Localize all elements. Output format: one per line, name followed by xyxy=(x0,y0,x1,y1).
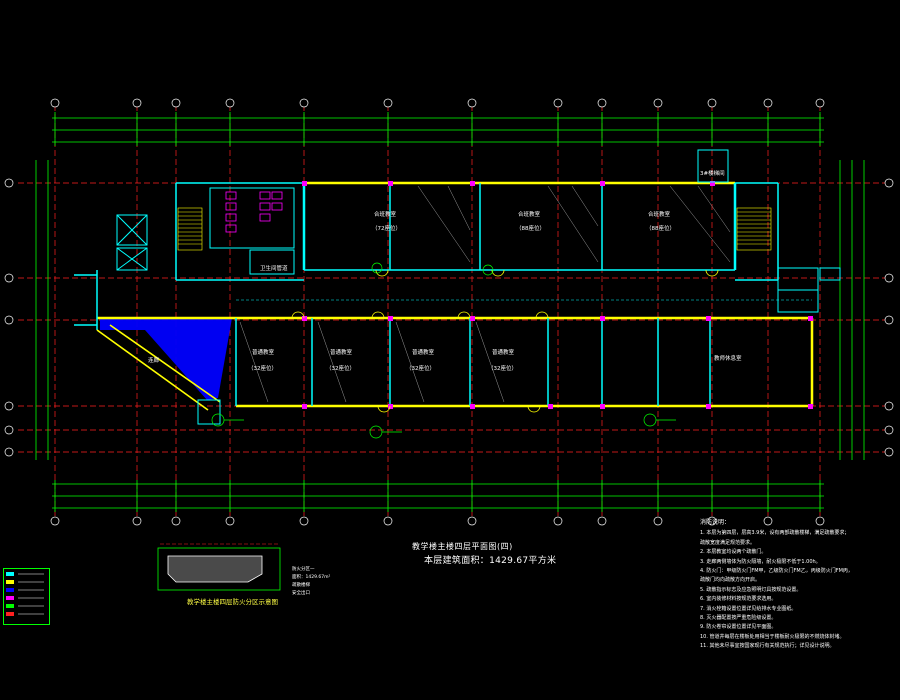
room-bottom-5-name: 教师休息室 xyxy=(714,354,742,362)
note-item: 3. 走廊两侧墙体为防火隔墙，耐火极限不低于1.00h。 xyxy=(700,558,821,565)
room-bottom-2-name: 普通教室 xyxy=(330,348,353,356)
room-top-3-name: 合班教室 xyxy=(648,210,671,218)
axis-bubbles xyxy=(4,98,894,526)
toilet-walls xyxy=(209,187,295,275)
note-item: 4. 防火门：甲级防火门FM甲，乙级防火门FM乙，丙级防火门FM丙， xyxy=(700,568,853,575)
room-bottom-3-name: 普通教室 xyxy=(412,348,435,356)
walkway-fill xyxy=(100,318,232,400)
fz-legend-1: 防火分区一 xyxy=(292,565,315,572)
callouts xyxy=(211,262,676,439)
fz-legend-4: 安全出口 xyxy=(292,589,310,596)
note-item: 10. 管道井每层在楼板处用相当于楼板耐火极限的不燃烧体封堵。 xyxy=(700,633,845,640)
interior-walls xyxy=(74,182,779,406)
storage-label: 卫生间管道 xyxy=(260,264,288,272)
fz-legend-2: 面积：1429.67m² xyxy=(292,573,330,580)
toilet-fixtures xyxy=(225,191,283,233)
room-top-1-cap: （72座位） xyxy=(372,224,401,232)
walkway-walls xyxy=(96,324,221,411)
room-bottom-4-cap: （32座位） xyxy=(488,364,517,372)
fire-zone-legend-text: 防火分区一 面积：1429.67m² 疏散楼梯 安全出口 xyxy=(292,565,330,596)
room-top-2-name: 合班教室 xyxy=(518,210,541,218)
fire-notes: 消防说明： 1. 本层为第四层，层高3.9米，设有两部疏散楼梯，满足疏散要求； … xyxy=(700,518,890,652)
note-item: 5. 疏散指示标志及应急照明灯具按规范设置。 xyxy=(700,586,802,593)
stair-east xyxy=(736,207,772,251)
room-top-1-name: 合班教室 xyxy=(374,210,397,218)
room-bottom-1-cap: （32座位） xyxy=(248,364,277,372)
axis-grid xyxy=(18,105,885,518)
dimension-ticks xyxy=(54,112,821,512)
note-item: 7. 消火栓箱设置位置详见给排水专业图纸。 xyxy=(700,605,797,612)
east-porch xyxy=(777,267,819,313)
fire-zone-minimap xyxy=(157,543,281,591)
legend-frame xyxy=(3,568,50,625)
note-item: 疏散门均向疏散方向开启。 xyxy=(700,577,761,584)
room-labels: 合班教室 （72座位） 合班教室 （88座位） 合班教室 （88座位） 普通教室… xyxy=(148,169,742,372)
note-item: 8. 灭火器配置按严重危险级设置。 xyxy=(700,615,777,622)
note-item: 11. 其他未尽事宜按国家现行有关规范执行；详见设计说明。 xyxy=(700,643,835,650)
room-bottom-1-name: 普通教室 xyxy=(252,348,275,356)
door-swings xyxy=(291,269,719,413)
note-item: 疏散宽度满足规范要求。 xyxy=(700,539,756,546)
stair-west xyxy=(177,207,203,251)
room-bottom-2-cap: （32座位） xyxy=(326,364,355,372)
elevator-shafts xyxy=(116,149,841,425)
fire-zone-title: 教学楼主楼四层防火分区示意图 xyxy=(187,598,278,606)
note-item: 6. 室内装修材料按规范要求选用。 xyxy=(700,596,777,603)
note-item: 1. 本层为第四层，层高3.9米，设有两部疏散楼梯，满足疏散要求； xyxy=(700,530,850,537)
legend-swatches xyxy=(6,572,44,616)
room-bottom-4-name: 普通教室 xyxy=(492,348,515,356)
room-top-3-cap: （88座位） xyxy=(646,224,675,232)
dimension-lines xyxy=(35,117,865,509)
drawing-area-label: 本层建筑面积：1429.67平方米 xyxy=(424,556,557,566)
room-hatching xyxy=(239,185,731,403)
drawing-title: 教学楼主楼四层平面图(四) xyxy=(412,542,513,551)
walkway-label: 连廊 xyxy=(148,356,160,364)
room-top-2-cap: （88座位） xyxy=(516,224,545,232)
note-item: 9. 防火卷帘设置位置详见平面图。 xyxy=(700,624,777,631)
exterior-walls xyxy=(97,181,814,408)
note-item: 2. 本层教室均设两个疏散门。 xyxy=(700,549,767,556)
notes-heading: 消防说明： xyxy=(700,519,731,526)
room-bottom-3-cap: （32座位） xyxy=(406,364,435,372)
fz-legend-3: 疏散楼梯 xyxy=(292,581,310,588)
columns xyxy=(302,181,813,409)
stair-note-label: 3#楼梯间 xyxy=(700,169,725,177)
